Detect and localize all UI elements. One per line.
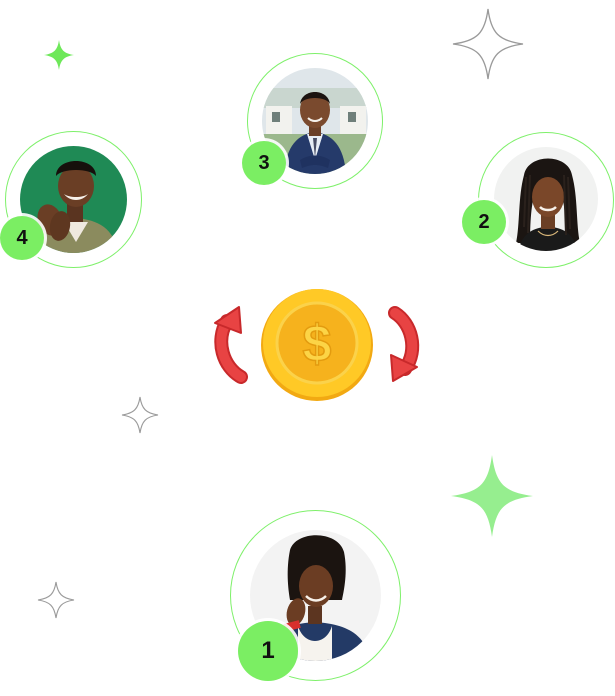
dollar-coin-icon: $ [261,289,373,401]
sparkle-icon-outline-top-right [452,8,524,80]
svg-text:$: $ [303,315,332,373]
sparkle-icon-outline-middle [121,396,159,434]
rank-badge-3: 3 [242,141,286,185]
circular-arrow-right-icon [388,306,420,382]
sparkle-icon-large-light-green [451,455,533,537]
rank-badge-2: 2 [462,200,506,244]
member-2-photo [494,147,598,251]
rank-badge-4: 4 [0,216,44,260]
circular-arrow-left-icon [214,306,248,384]
sparkle-icon-small-green [44,40,74,70]
dollar-coin-exchange: $ [205,285,425,405]
rank-badge-1: 1 [238,621,298,681]
sparkle-icon-outline-bottom-left [37,581,75,619]
